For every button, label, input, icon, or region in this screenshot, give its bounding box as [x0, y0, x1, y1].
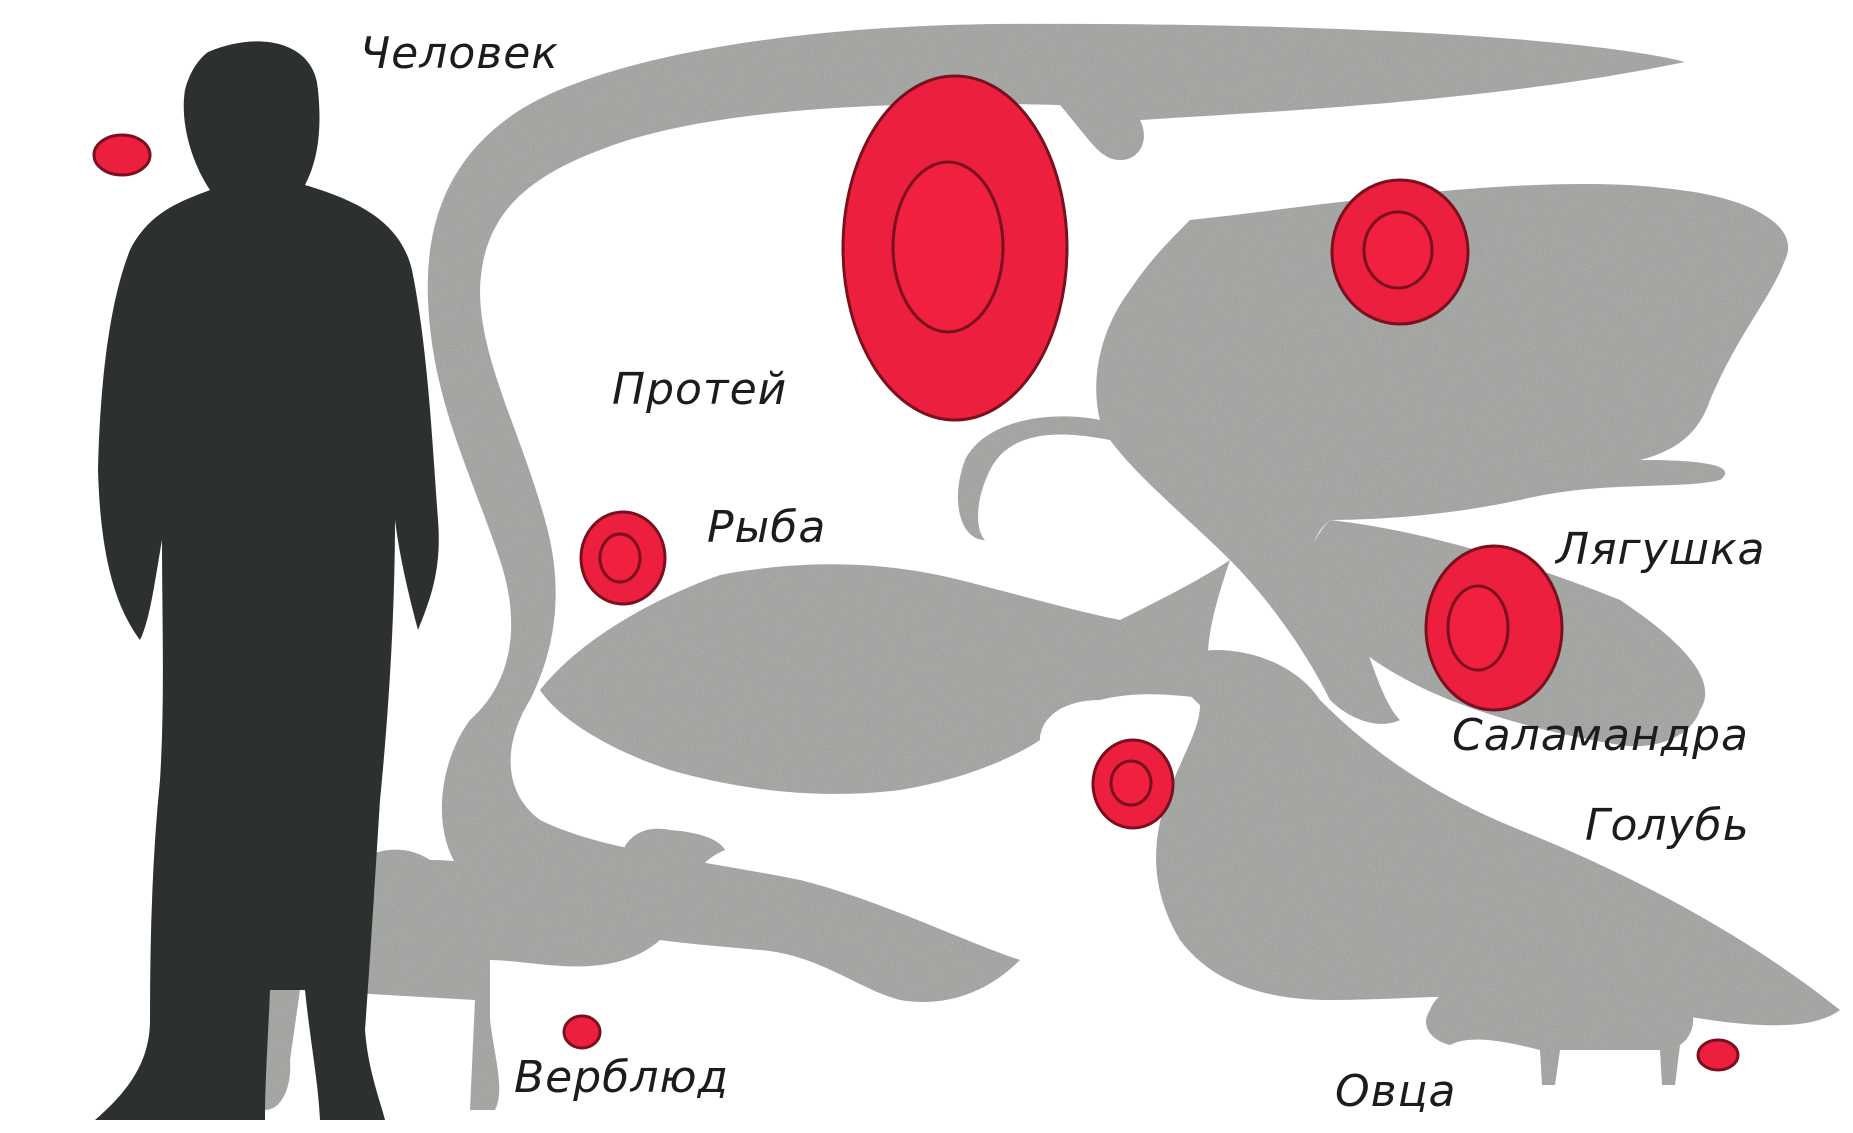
salamander-red-blood-cell [1426, 546, 1562, 710]
label-frog: Лягушка [1556, 524, 1766, 575]
camel-red-blood-cell [564, 1016, 600, 1048]
human-red-blood-cell [94, 135, 150, 175]
label-fish: Рыба [707, 502, 826, 553]
sheep-red-blood-cell [1698, 1040, 1738, 1070]
label-camel: Верблюд [514, 1052, 729, 1103]
fish-red-blood-cell [581, 512, 665, 604]
sheep-silhouette [1426, 975, 1693, 1085]
label-human: Человек [360, 28, 559, 79]
pigeon-red-blood-cell [1093, 740, 1173, 828]
label-pigeon: Голубь [1585, 800, 1750, 851]
label-salamander: Саламандра [1452, 710, 1749, 761]
proteus-red-blood-cell [843, 76, 1067, 420]
label-sheep: Овца [1335, 1066, 1456, 1117]
frog-red-blood-cell [1332, 180, 1468, 324]
label-proteus: Протей [612, 364, 787, 415]
